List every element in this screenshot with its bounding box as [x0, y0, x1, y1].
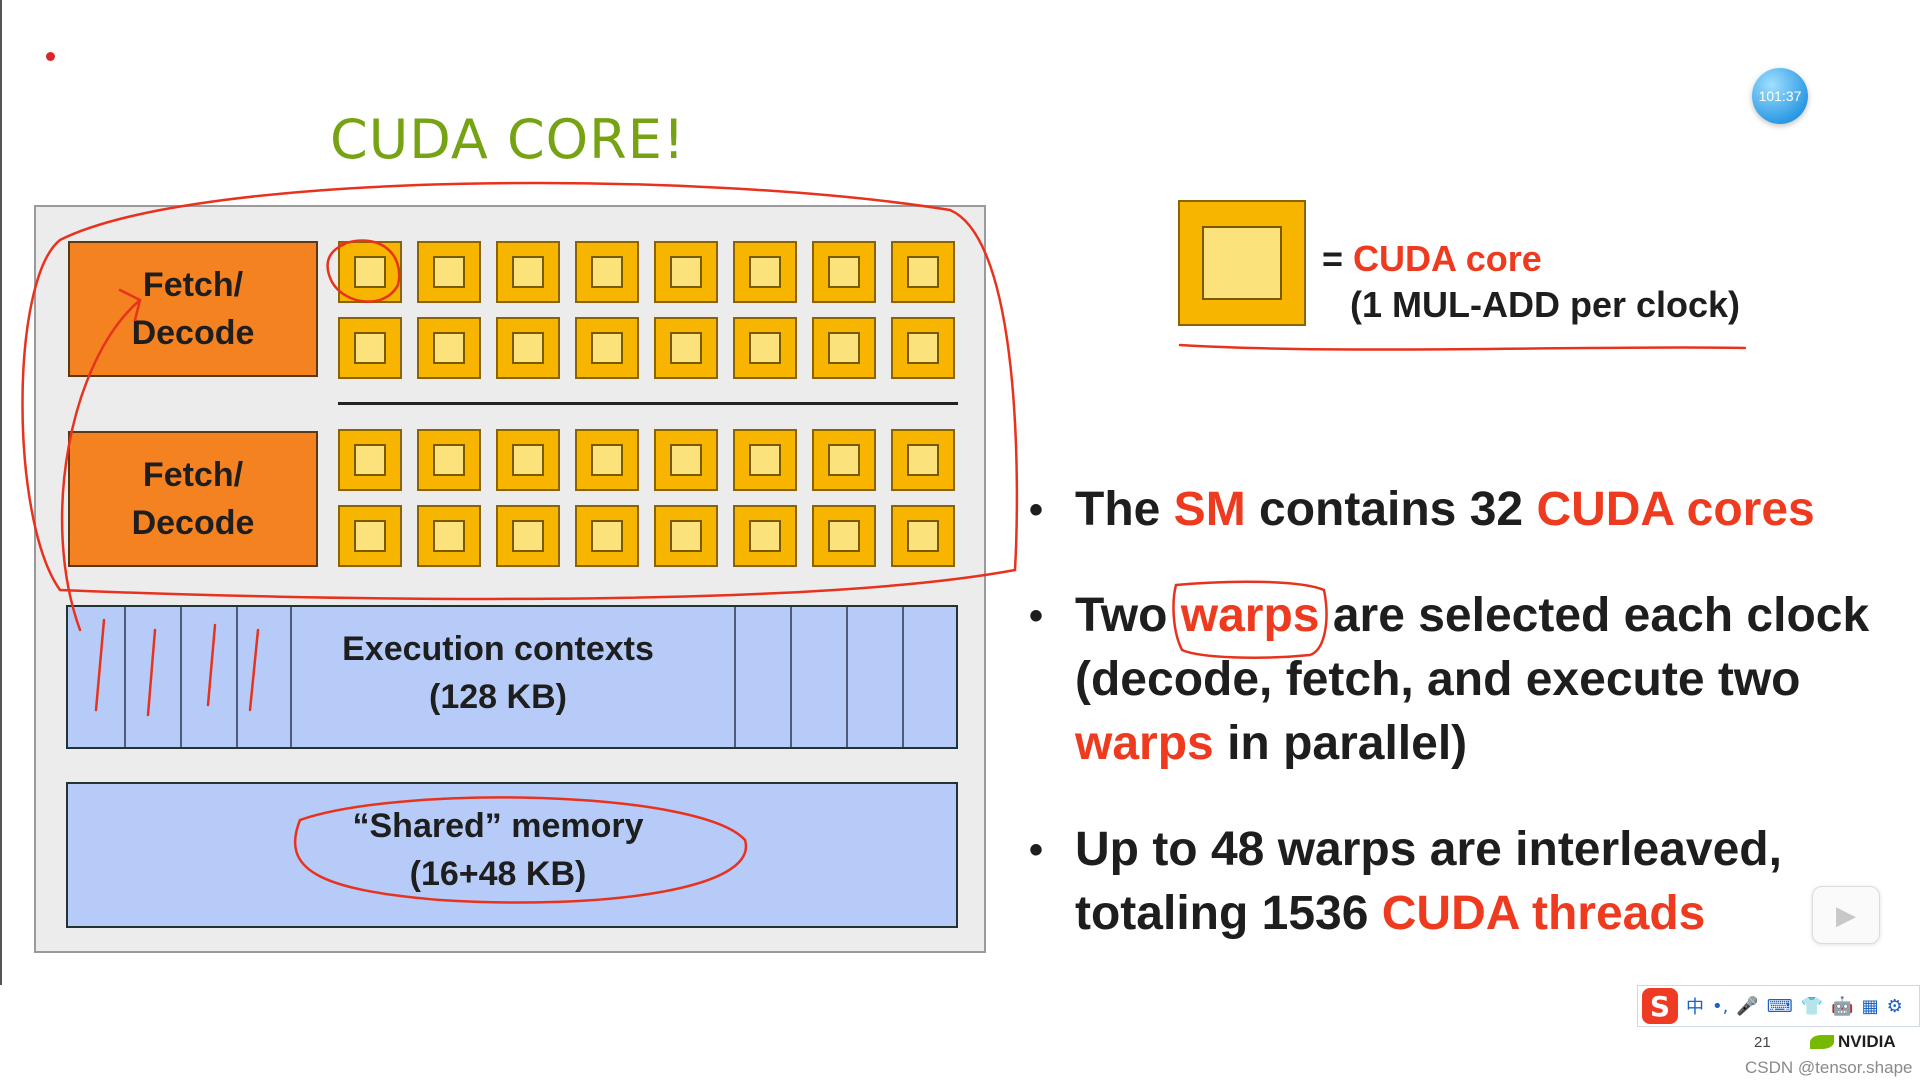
ime-toolbar[interactable]: S 中 •, 🎤 ⌨ 👕 🤖 ▦ ⚙ [1637, 985, 1920, 1027]
bullet-1-part-4: CUDA cores [1536, 483, 1815, 536]
cuda-core [733, 505, 797, 567]
bullet-1-part-2: SM [1173, 483, 1246, 536]
chinese-mode-icon[interactable]: 中 [1686, 997, 1704, 1018]
punctuation-icon[interactable]: •, [1712, 995, 1729, 1017]
cuda-core [654, 429, 718, 491]
cuda-core [891, 505, 955, 567]
bullet-dot: • [1029, 828, 1044, 872]
legend-equals: = [1322, 238, 1354, 279]
cuda-core [338, 429, 402, 491]
page-number: 21 [1754, 1034, 1771, 1051]
skin-icon[interactable]: 👕 [1800, 995, 1824, 1017]
context-divider [124, 607, 126, 747]
bullet-1-part-1: The [1075, 483, 1174, 536]
bullet-2-line-3-part-1: warps [1075, 717, 1214, 770]
context-divider [180, 607, 182, 747]
legend-name: CUDA core [1353, 238, 1542, 279]
cuda-core [575, 505, 639, 567]
cuda-core [417, 241, 481, 303]
bullet-2-line-3-part-2: in parallel) [1213, 717, 1468, 770]
shared-memory-block: “Shared” memory (16+48 KB) [66, 782, 958, 928]
cuda-core [496, 317, 560, 379]
context-divider [290, 607, 292, 747]
bullet-dot: • [1029, 488, 1044, 532]
microphone-icon[interactable]: 🎤 [1736, 995, 1759, 1017]
sogou-logo-icon[interactable]: S [1642, 988, 1678, 1024]
bullet-3-line-2-part-1: totaling 1536 [1075, 887, 1382, 940]
execution-contexts-block: Execution contexts (128 KB) [66, 605, 958, 749]
cuda-core [733, 429, 797, 491]
cuda-core [338, 505, 402, 567]
bullet-2-part-1: Two [1075, 589, 1181, 642]
left-border [0, 0, 2, 985]
bullet-2: • Two warps are selected each clock (dec… [1029, 584, 1870, 776]
cuda-core [891, 241, 955, 303]
cuda-core [575, 241, 639, 303]
cuda-core [338, 241, 402, 303]
cuda-core [812, 241, 876, 303]
nvidia-eye-icon [1810, 1035, 1834, 1049]
cuda-core [812, 317, 876, 379]
sm-diagram: Fetch/ Decode Fetch/ Decode Execution co… [34, 205, 986, 953]
fetch-decode-label: Fetch/ Decode [131, 456, 255, 542]
cuda-core [575, 429, 639, 491]
play-button[interactable]: ▶ [1812, 886, 1880, 944]
cuda-core [891, 429, 955, 491]
fetch-decode-label: Fetch/ Decode [131, 266, 255, 352]
cuda-core [496, 429, 560, 491]
cuda-core [417, 317, 481, 379]
context-divider [734, 607, 736, 747]
apps-grid-icon[interactable]: ▦ [1861, 995, 1879, 1017]
bullet-2-line-2: (decode, fetch, and execute two [1075, 653, 1801, 706]
legend-description: (1 MUL-ADD per clock) [1350, 284, 1741, 325]
pointer-dot [46, 52, 55, 61]
nvidia-wordmark: NVIDIA [1838, 1032, 1896, 1051]
cuda-core [654, 505, 718, 567]
cuda-core [733, 241, 797, 303]
settings-gear-icon[interactable]: ⚙ [1886, 995, 1903, 1017]
cuda-core [654, 241, 718, 303]
cuda-core [891, 317, 955, 379]
slide-title: CUDA CORE! [330, 108, 686, 171]
cuda-core [496, 241, 560, 303]
context-divider [902, 607, 904, 747]
execution-contexts-label: Execution contexts (128 KB) [342, 630, 654, 716]
bullet-3-line-2-part-2: CUDA threads [1381, 887, 1706, 940]
play-icon: ▶ [1836, 899, 1856, 930]
cuda-core [496, 505, 560, 567]
bullet-dot: • [1029, 594, 1044, 638]
context-divider [236, 607, 238, 747]
legend-title: = CUDA core [1322, 238, 1542, 280]
cuda-core [733, 317, 797, 379]
ink-underline-legend [1178, 343, 1747, 351]
bullet-1-part-3: contains 32 [1245, 483, 1537, 536]
cuda-core [417, 429, 481, 491]
bullet-1: • The SM contains 32 CUDA cores [1029, 478, 1815, 542]
keyboard-icon[interactable]: ⌨ [1766, 995, 1793, 1017]
cuda-core [338, 317, 402, 379]
bullet-3-line-1: Up to 48 warps are interleaved, [1075, 823, 1782, 876]
nvidia-logo: NVIDIA [1810, 1032, 1896, 1052]
cuda-core [812, 429, 876, 491]
timer-badge[interactable]: 101:37 [1752, 68, 1808, 124]
cuda-core [417, 505, 481, 567]
context-divider [790, 607, 792, 747]
context-divider [846, 607, 848, 747]
robot-icon[interactable]: 🤖 [1831, 995, 1854, 1017]
fetch-decode-unit-2: Fetch/ Decode [68, 431, 318, 567]
bullet-2-part-3: are selected each clock [1319, 589, 1870, 642]
cuda-core [575, 317, 639, 379]
bullet-2-part-2: warps [1180, 589, 1320, 642]
watermark-text: CSDN @tensor.shape [1745, 1058, 1913, 1077]
cuda-core [812, 505, 876, 567]
group-divider [338, 402, 958, 405]
bullet-3: • Up to 48 warps are interleaved, totali… [1029, 818, 1782, 946]
shared-memory-label: “Shared” memory (16+48 KB) [352, 807, 644, 893]
cuda-core-legend-icon [1178, 200, 1306, 326]
cuda-core [654, 317, 718, 379]
fetch-decode-unit-1: Fetch/ Decode [68, 241, 318, 377]
